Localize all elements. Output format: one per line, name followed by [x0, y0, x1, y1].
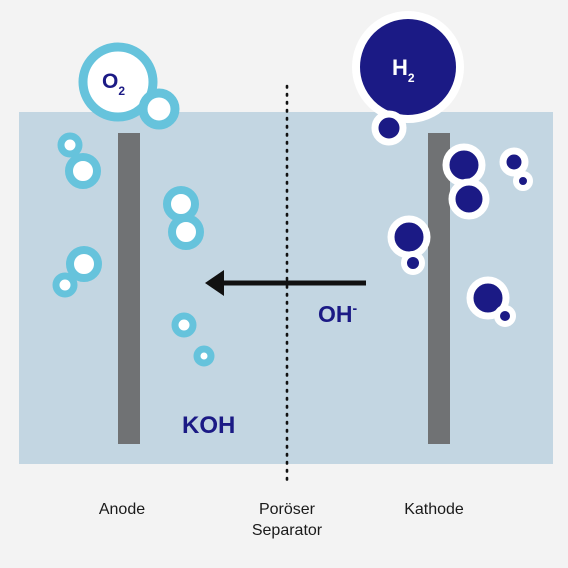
oxygen-label: O2 — [102, 70, 125, 98]
anode-electrode — [118, 133, 140, 444]
hydrogen-bubble — [442, 143, 486, 187]
oxygen-bubble — [171, 312, 197, 338]
oxygen-bubble — [65, 153, 101, 189]
oxygen-bubble — [66, 246, 102, 282]
hydrogen-bubble — [499, 147, 529, 177]
hydrogen-bubbles — [352, 11, 533, 327]
electrolyte-label: KOH — [182, 412, 235, 439]
oxygen-bubble — [163, 186, 199, 222]
separator-caption-line1: Poröser — [259, 501, 316, 518]
cathode-electrode — [428, 133, 450, 444]
hydrogen-bubble — [448, 178, 490, 220]
cathode-caption: Kathode — [404, 501, 464, 518]
hydrogen-bubble — [401, 251, 425, 275]
oxygen-bubble — [193, 345, 215, 367]
oxygen-bubbles — [52, 42, 215, 367]
hydrogen-bubble — [466, 276, 510, 320]
ion-arrow-head — [205, 270, 224, 296]
oxygen-bubble — [57, 132, 83, 158]
hydrogen-bubble — [371, 110, 407, 146]
anode-caption: Anode — [99, 501, 145, 518]
separator-caption-line2: Separator — [252, 522, 323, 539]
oxygen-bubble — [52, 272, 78, 298]
hydrogen-label: H2 — [392, 55, 415, 85]
oxygen-bubble — [138, 88, 180, 130]
hydrogen-bubble — [494, 305, 516, 327]
hydrogen-bubble-large — [352, 11, 464, 123]
oxygen-bubble — [168, 214, 204, 250]
hydrogen-bubble — [387, 215, 431, 259]
hydroxide-ion-label: OH- — [318, 300, 358, 327]
hydrogen-bubble — [513, 171, 533, 191]
oxygen-bubble-large — [78, 42, 158, 122]
